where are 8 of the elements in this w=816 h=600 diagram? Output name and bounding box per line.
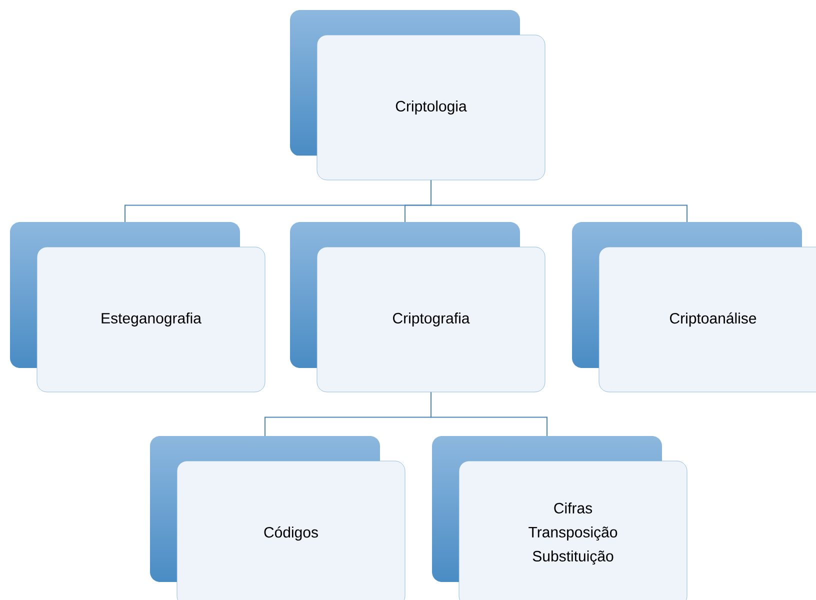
hierarchy-box: Criptologia: [316, 34, 546, 180]
connector-line: [430, 180, 688, 222]
hierarchy-box: Esteganografia: [36, 246, 266, 392]
hierarchy-box: Criptografia: [316, 246, 546, 392]
hierarchy-box: Criptoanálise: [598, 246, 816, 392]
hierarchy-box: Códigos: [176, 460, 406, 600]
hierarchy-box: Cifras Transposição Substituição: [458, 460, 688, 600]
connector-line: [430, 392, 548, 436]
